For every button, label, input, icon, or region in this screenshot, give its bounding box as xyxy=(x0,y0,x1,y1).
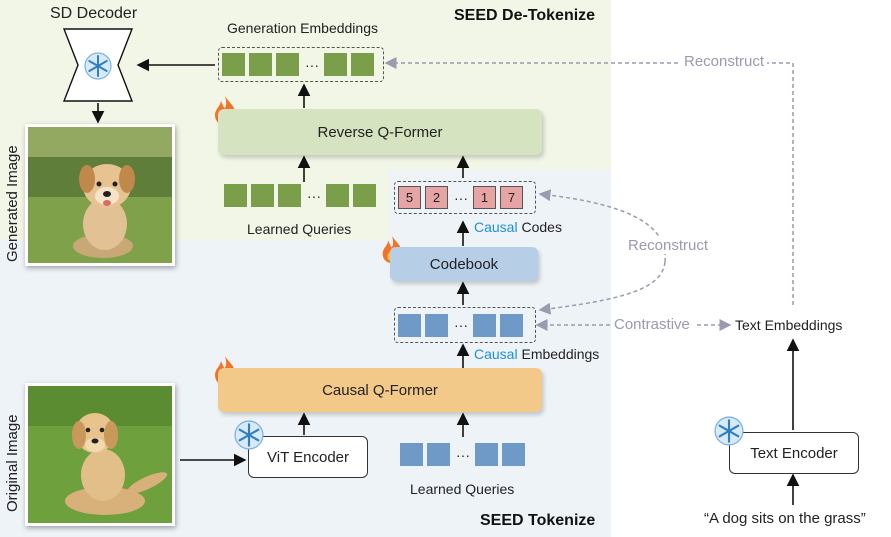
causal-qformer-block: Causal Q-Former xyxy=(218,368,542,412)
reverse-qformer-block: Reverse Q-Former xyxy=(218,109,542,155)
dashed-reconstruct-emb xyxy=(538,261,666,315)
snowflake-icon xyxy=(84,52,112,80)
ellipsis: ··· xyxy=(305,56,319,73)
learned-queries-bottom-label: Learned Queries xyxy=(410,481,515,497)
query-token xyxy=(475,443,498,466)
generation-embeddings-label: Generation Embeddings xyxy=(227,20,378,36)
generated-image-label: Generated Image xyxy=(4,145,21,262)
sd-decoder-label: SD Decoder xyxy=(50,5,138,22)
query-token xyxy=(353,184,376,207)
reconstruct-top-label: Reconstruct xyxy=(681,53,768,70)
contrastive-label: Contrastive xyxy=(612,316,692,333)
causal-codes-label: Causal Codes xyxy=(474,219,562,235)
ellipsis: ··· xyxy=(456,446,470,463)
generation-token xyxy=(249,53,272,76)
causal-word: Causal xyxy=(474,346,518,362)
caption-text: “A dog sits on the grass” xyxy=(704,510,866,527)
generation-token xyxy=(222,53,245,76)
snowflake-icon xyxy=(714,416,744,446)
learned-queries-bottom-row: ··· xyxy=(400,443,529,466)
code-token: 5 xyxy=(398,186,421,209)
dashed-reconstruct-codes xyxy=(538,189,666,263)
query-token xyxy=(400,443,423,466)
causal-codes-row: 5 2 ··· 1 7 xyxy=(394,181,536,214)
ellipsis: ··· xyxy=(307,187,321,204)
query-token xyxy=(427,443,450,466)
query-token xyxy=(502,443,525,466)
original-image-label: Original Image xyxy=(4,414,21,512)
query-token xyxy=(224,184,247,207)
embedding-token xyxy=(398,313,421,337)
generation-embeddings-row: ··· xyxy=(218,47,384,82)
ellipsis: ··· xyxy=(454,317,468,333)
generation-token xyxy=(276,53,299,76)
vit-encoder-box: ViT Encoder xyxy=(248,436,368,478)
codebook-block: Codebook xyxy=(390,247,538,281)
reconstruct-mid-label: Reconstruct xyxy=(626,237,711,254)
generation-token xyxy=(324,53,347,76)
text-encoder-box: Text Encoder xyxy=(729,432,859,474)
detokenize-title: SEED De-Tokenize xyxy=(454,7,596,24)
query-token xyxy=(326,184,349,207)
query-token xyxy=(251,184,274,207)
learned-queries-top-row: ··· xyxy=(224,184,380,207)
codes-word: Codes xyxy=(521,219,562,235)
dashed-reconstruct-top xyxy=(384,57,794,305)
embedding-token xyxy=(425,313,448,337)
ellipsis: ··· xyxy=(454,189,468,206)
embeddings-word: Embeddings xyxy=(521,346,600,362)
embedding-token xyxy=(500,313,523,337)
embedding-token xyxy=(473,313,496,337)
generated-image xyxy=(25,124,175,266)
query-token xyxy=(278,184,301,207)
text-embeddings-label: Text Embeddings xyxy=(735,317,843,333)
original-image xyxy=(25,383,175,526)
tokenize-title: SEED Tokenize xyxy=(480,512,596,529)
code-token: 1 xyxy=(473,186,496,209)
code-token: 2 xyxy=(425,186,448,209)
snowflake-icon xyxy=(234,420,264,450)
learned-queries-top-label: Learned Queries xyxy=(247,221,352,237)
generation-token xyxy=(351,53,374,76)
causal-word: Causal xyxy=(474,219,518,235)
code-token: 7 xyxy=(500,186,523,209)
causal-embeddings-row: ··· xyxy=(394,307,536,343)
causal-embeddings-label: Causal Embeddings xyxy=(474,346,599,362)
